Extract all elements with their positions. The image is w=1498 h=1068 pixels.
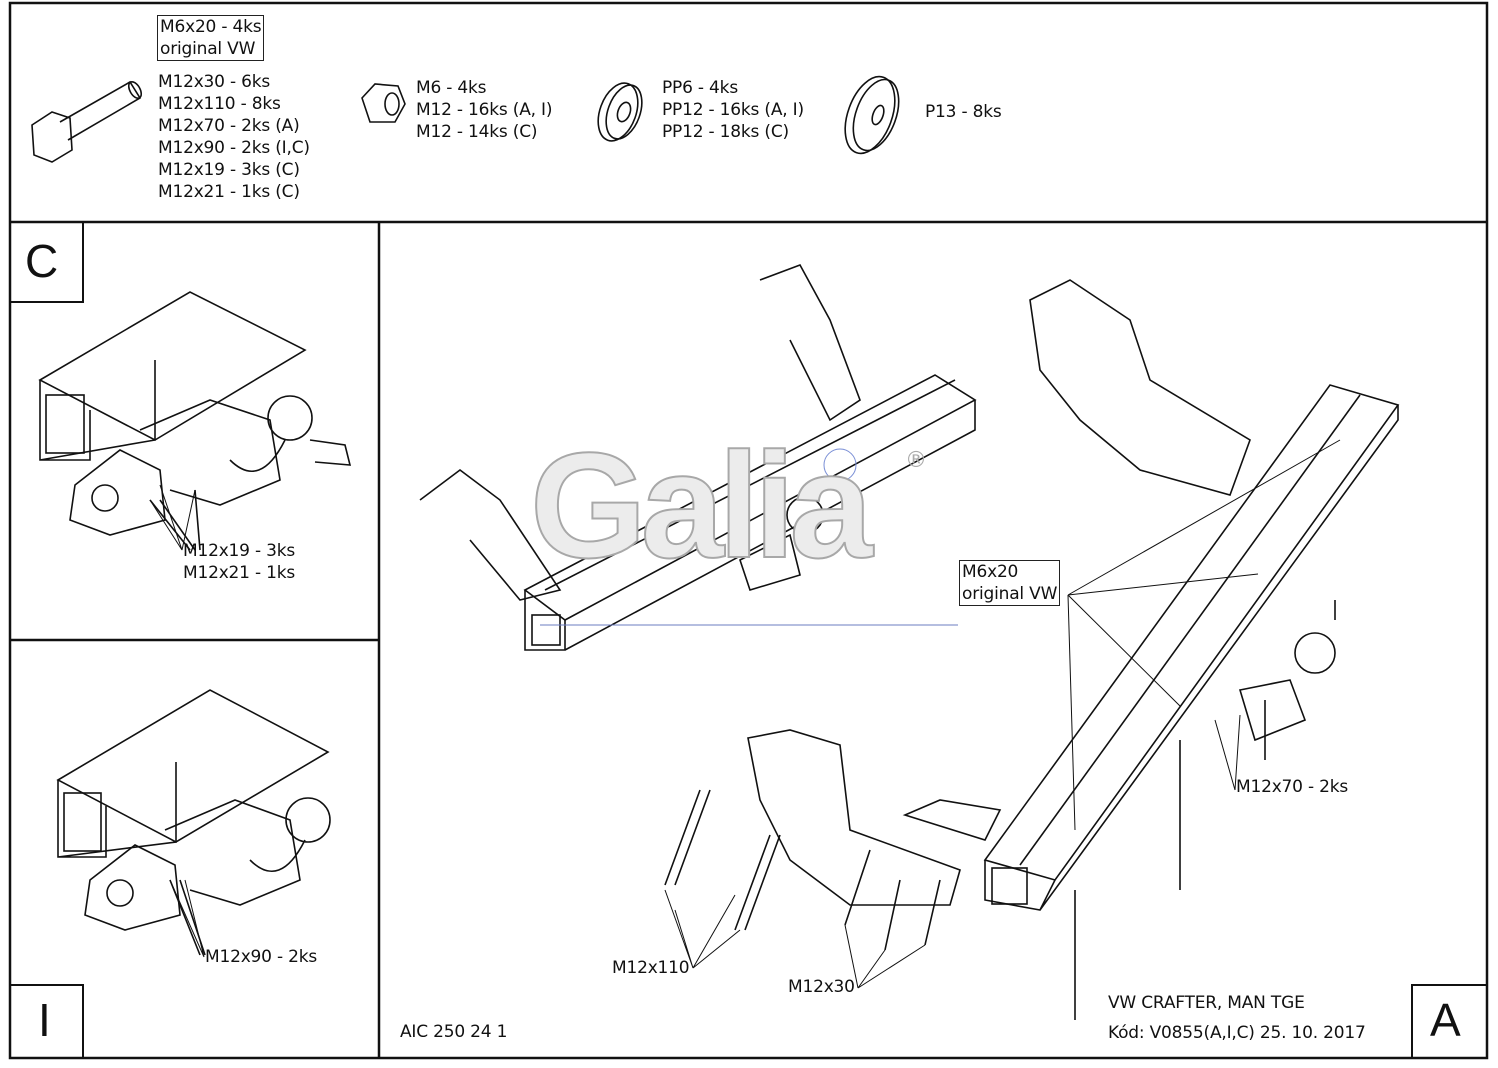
legend-line: PP12 - 16ks (A, I) <box>662 100 804 120</box>
original-vw-callout: M6x20 original VW <box>959 560 1061 606</box>
leader-lines <box>149 439 1341 989</box>
label-box-i <box>9 984 84 1059</box>
m12x70-callout: M12x70 - 2ks <box>1236 777 1349 797</box>
legend-line: M12x70 - 2ks (A) <box>158 116 300 136</box>
large-washer-icon <box>844 75 900 155</box>
panel-a-assembly <box>419 264 977 651</box>
callout-line: M12x21 - 1ks <box>183 563 296 583</box>
panel-label-c: C <box>25 235 59 287</box>
m12x110-callout: M12x110 <box>612 958 690 978</box>
vehicle-name: VW CRAFTER, MAN TGE <box>1108 993 1305 1013</box>
legend-line: P13 - 8ks <box>925 102 1002 122</box>
bolt-original-callout: M6x20 - 4ks original VW <box>157 15 265 61</box>
m12x30-callout: M12x30 <box>788 977 855 997</box>
legend-line: M12x21 - 1ks (C) <box>158 182 300 202</box>
panel-i-callout: M12x90 - 2ks <box>205 947 318 967</box>
legend-line: original VW <box>160 39 256 59</box>
panel-i-drawing <box>56 689 331 956</box>
callout-line: M6x20 <box>962 562 1019 582</box>
drawing-code: AIC 250 24 1 <box>400 1022 508 1042</box>
washers-list: PP6 - 4ks PP12 - 16ks (A, I) PP12 - 18ks… <box>662 77 804 143</box>
legend-line: M12x90 - 2ks (I,C) <box>158 138 310 158</box>
legend-line: M12x110 - 8ks <box>158 94 281 114</box>
legend-line: M6x20 - 4ks <box>160 17 262 37</box>
washer-icon <box>597 82 643 142</box>
legend-line: M12 - 14ks (C) <box>416 122 538 142</box>
panel-c-drawing <box>38 291 352 551</box>
legend-line: M12 - 16ks (A, I) <box>416 100 553 120</box>
callout-line: original VW <box>962 584 1058 604</box>
nut-icon <box>361 83 406 123</box>
code-date: Kód: V0855(A,I,C) 25. 10. 2017 <box>1108 1023 1366 1043</box>
panel-label-a: A <box>1430 994 1461 1046</box>
outer-frame <box>8 1 1489 1060</box>
panel-label-i: I <box>38 994 51 1046</box>
large-washers-list: P13 - 8ks <box>925 101 1002 123</box>
label-box-c <box>9 221 84 303</box>
watermark-dot <box>823 448 857 482</box>
panel-a-exploded <box>664 279 1400 1020</box>
watermark-logo: Galia <box>529 421 874 589</box>
legend-line: M12x19 - 3ks (C) <box>158 160 300 180</box>
watermark-registered: ® <box>905 448 927 473</box>
nuts-list: M6 - 4ks M12 - 16ks (A, I) M12 - 14ks (C… <box>416 77 552 143</box>
label-box-a <box>1411 984 1488 1059</box>
legend-line: M12x30 - 6ks <box>158 72 271 92</box>
callout-line: M12x19 - 3ks <box>183 541 296 561</box>
panel-c-callout: M12x19 - 3ks M12x21 - 1ks <box>183 540 295 584</box>
legend-line: PP12 - 18ks (C) <box>662 122 789 142</box>
legend-line: PP6 - 4ks <box>662 78 738 98</box>
bolts-list: M12x30 - 6ks M12x110 - 8ks M12x70 - 2ks … <box>158 71 310 203</box>
legend-line: M6 - 4ks <box>416 78 487 98</box>
bolt-icon <box>31 80 143 163</box>
